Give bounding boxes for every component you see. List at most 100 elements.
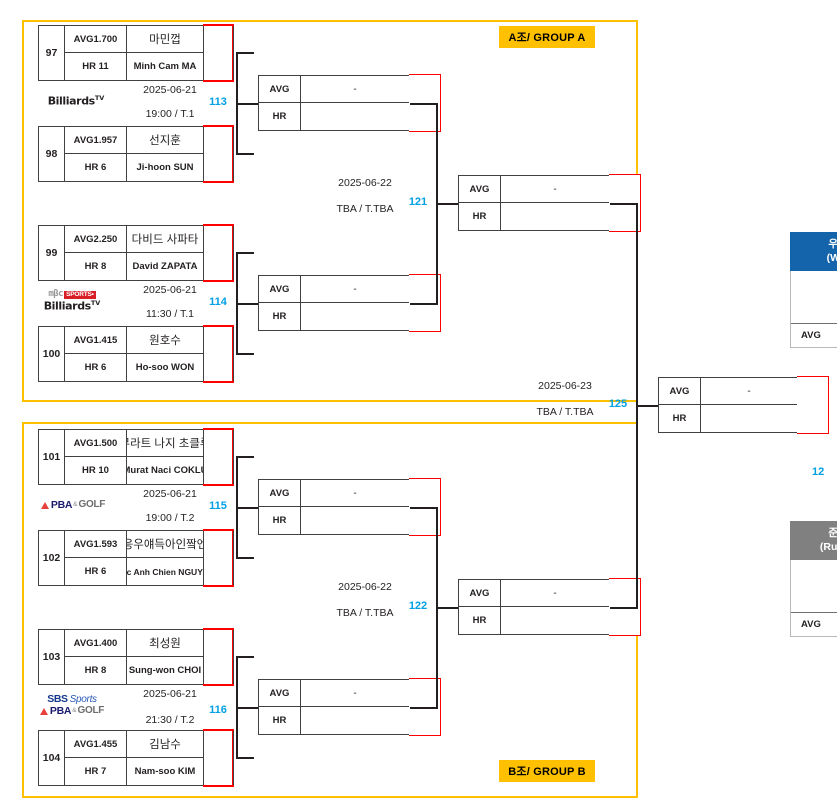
node-hr-value xyxy=(501,607,609,634)
node-hr-label: HR xyxy=(659,405,701,432)
golf-wordmark: GOLF xyxy=(77,705,105,716)
runner-up-panel-title: 준우 (Runne xyxy=(790,521,837,561)
node-hr-label: HR xyxy=(459,607,501,634)
match-126-number: 12 xyxy=(812,466,825,478)
match-115-node[interactable]: AVG - HR xyxy=(258,478,441,536)
seed-hr: HR 6 xyxy=(65,558,127,585)
bracket-line xyxy=(410,303,438,305)
match-115-meta: 2025-06-21 19:00 / T.2 xyxy=(100,488,240,528)
seed-104[interactable]: 104 AVG1.455 김남수 HR 7 Nam-soo KIM xyxy=(38,729,234,787)
node-avg-label: AVG xyxy=(459,176,501,202)
match-date: 2025-06-22 xyxy=(338,581,392,593)
winner-title-kr: 우승 xyxy=(828,238,837,250)
sbs-wordmark: SBS xyxy=(47,692,68,705)
pba-wordmark: PBA xyxy=(49,704,72,717)
seed-102[interactable]: 102 AVG1.593 응우얘득아인짴엔 HR 6 Duc Anh Chien… xyxy=(38,529,234,587)
node-hr-label: HR xyxy=(259,507,301,534)
match-125-number: 125 xyxy=(608,398,628,410)
bracket-line xyxy=(236,303,258,305)
node-hr-value xyxy=(301,507,409,534)
seed-score-box[interactable] xyxy=(203,628,234,686)
winner-panel: 우승 (Win - - AVG xyxy=(790,232,837,349)
pba-wordmark: PBA xyxy=(50,498,73,511)
match-date: 2025-06-23 xyxy=(538,380,592,392)
match-122-meta: 2025-06-22 TBA / T.TBA xyxy=(300,581,430,625)
match-116-node[interactable]: AVG - HR xyxy=(258,678,441,736)
match-122-node[interactable]: AVG - HR xyxy=(458,578,641,636)
broadcaster-logo-billiards-tv: BilliardsTV xyxy=(47,94,105,108)
runner-up-row-2: - xyxy=(791,586,837,612)
seed-name-kr: 응우얘득아인짴엔 xyxy=(127,539,203,551)
seed-name-en: Ho-soo WON xyxy=(135,362,195,373)
bracket-line xyxy=(410,507,438,509)
seed-name-kr: 마민껍 xyxy=(149,34,181,46)
seed-101[interactable]: 101 AVG1.500 무라트 나지 초클루 HR 10 Murat Naci… xyxy=(38,428,234,486)
seed-103[interactable]: 103 AVG1.400 최성원 HR 8 Sung-won CHOI xyxy=(38,628,234,686)
seed-name-en: Sung-won CHOI xyxy=(128,665,202,676)
node-hr-value xyxy=(301,303,409,330)
seed-name-en: Minh Cam MA xyxy=(133,61,197,72)
sports-wordmark: Sports xyxy=(69,693,97,705)
winner-title-en: (Win xyxy=(826,252,837,265)
node-avg-value: - xyxy=(553,587,557,599)
pba-amp: & xyxy=(72,706,77,714)
node-avg-value: - xyxy=(353,283,357,295)
winner-row-1: - xyxy=(791,271,837,297)
match-121-meta: 2025-06-22 TBA / T.TBA xyxy=(300,177,430,221)
seed-name-kr: 다비드 사파타 xyxy=(131,234,199,246)
pba-triangle-icon xyxy=(39,707,48,715)
seed-hr: HR 11 xyxy=(65,53,127,80)
node-avg-value: - xyxy=(353,687,357,699)
bracket-line xyxy=(236,52,254,54)
seed-name-en: David ZAPATA xyxy=(132,261,198,272)
match-115-number: 115 xyxy=(209,500,227,512)
seed-score-box[interactable] xyxy=(203,729,234,787)
match-121-node[interactable]: AVG - HR xyxy=(458,174,641,232)
seed-rank: 101 xyxy=(39,430,65,484)
seed-score-box[interactable] xyxy=(203,325,234,383)
node-avg-value: - xyxy=(553,183,557,195)
match-125-node[interactable]: AVG - HR xyxy=(658,376,829,434)
broadcaster-logo-sbs-sports-pba-golf: SBS Sports PBA & GOLF xyxy=(30,690,114,720)
bracket-line xyxy=(236,103,258,105)
seed-name-kr: 원호수 xyxy=(149,335,181,347)
match-time: TBA / T.TBA xyxy=(336,203,394,215)
bracket-line xyxy=(236,656,254,658)
bracket-line xyxy=(236,153,254,155)
node-avg-label: AVG xyxy=(259,276,301,302)
seed-score-box[interactable] xyxy=(203,224,234,282)
match-116-meta: 2025-06-21 21:30 / T.2 xyxy=(100,688,240,728)
seed-98[interactable]: 98 AVG1.957 선지훈 HR 6 Ji-hoon SUN xyxy=(38,125,234,183)
seed-score-box[interactable] xyxy=(203,428,234,486)
match-date: 2025-06-21 xyxy=(143,284,197,296)
match-time: 21:30 / T.2 xyxy=(145,714,195,726)
broadcaster-logo-pba-golf: PBA & GOLF xyxy=(34,496,112,514)
seed-avg: AVG1.400 xyxy=(65,630,127,656)
seed-99[interactable]: 99 AVG2.250 다비드 사파타 HR 8 David ZAPATA xyxy=(38,224,234,282)
seed-hr: HR 10 xyxy=(65,457,127,484)
seed-score-box[interactable] xyxy=(203,529,234,587)
bracket-line xyxy=(236,456,254,458)
bracket-line xyxy=(436,203,458,205)
seed-score-box[interactable] xyxy=(203,125,234,183)
node-hr-label: HR xyxy=(259,707,301,734)
node-avg-value: - xyxy=(747,385,751,397)
node-score-box[interactable] xyxy=(797,376,829,434)
match-114-node[interactable]: AVG - HR xyxy=(258,274,441,332)
node-avg-value: - xyxy=(353,487,357,499)
seed-avg: AVG1.415 xyxy=(65,327,127,353)
node-hr-value xyxy=(501,203,609,230)
match-113-meta: 2025-06-21 19:00 / T.1 xyxy=(100,84,240,124)
seed-score-box[interactable] xyxy=(203,24,234,82)
match-date: 2025-06-21 xyxy=(143,84,197,96)
node-avg-value: - xyxy=(353,83,357,95)
seed-97[interactable]: 97 AVG1.700 마민껍 HR 11 Minh Cam MA xyxy=(38,24,234,82)
seed-avg: AVG2.250 xyxy=(65,226,127,252)
seed-100[interactable]: 100 AVG1.415 원호수 HR 6 Ho-soo WON xyxy=(38,325,234,383)
seed-rank: 100 xyxy=(39,327,65,381)
match-113-node[interactable]: AVG - HR xyxy=(258,74,441,132)
node-hr-label: HR xyxy=(259,303,301,330)
match-time: 19:00 / T.1 xyxy=(145,108,195,120)
bracket-line xyxy=(436,607,458,609)
node-hr-label: HR xyxy=(459,203,501,230)
